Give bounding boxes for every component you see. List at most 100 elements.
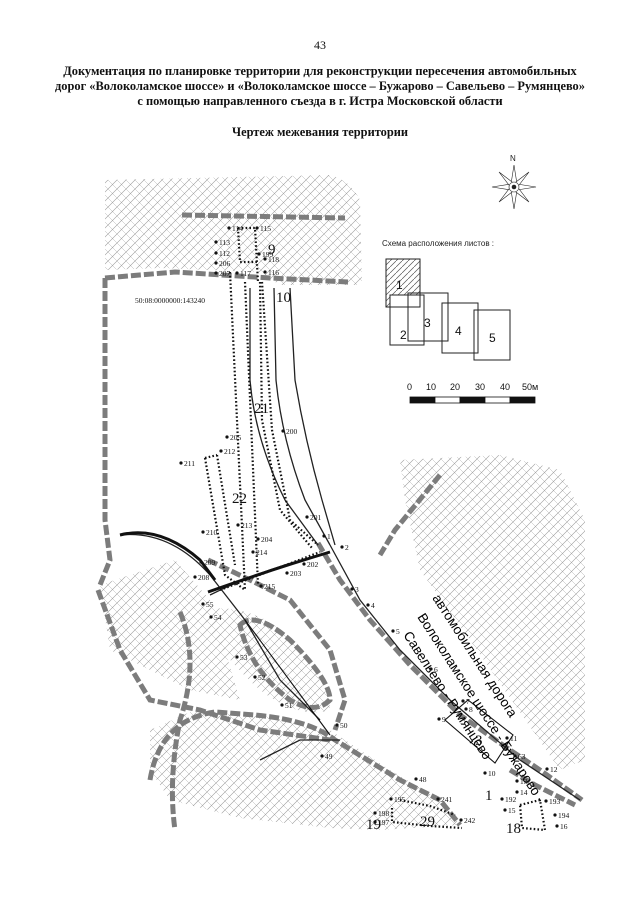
plot-number: 3	[475, 733, 483, 749]
survey-point-marker	[505, 736, 509, 740]
survey-point-marker	[335, 723, 339, 727]
survey-point-marker	[225, 435, 229, 439]
survey-point-number: 51	[285, 701, 293, 710]
survey-point-marker	[253, 675, 257, 679]
scale-tick: 0	[407, 382, 412, 392]
survey-point-marker	[464, 707, 468, 711]
scale-tick: 20	[450, 382, 460, 392]
survey-point-number: 118	[268, 255, 279, 264]
survey-point-number: 10	[488, 769, 496, 778]
survey-point-number: 242	[464, 816, 476, 825]
sheet-5: 5	[489, 331, 496, 345]
sheet-scheme: 1 2 3 4 5	[385, 258, 511, 361]
survey-point-number: 212	[224, 447, 236, 456]
plot-number: 22	[232, 491, 247, 507]
survey-point-number: 53	[240, 653, 248, 662]
survey-point-number: 9	[442, 715, 446, 724]
plot-number: 19	[366, 817, 381, 833]
plot-boundaries	[203, 226, 547, 832]
compass-icon: N	[491, 154, 537, 210]
survey-point-marker	[391, 629, 395, 633]
survey-point-number: 208	[198, 573, 210, 582]
survey-point-number: 6	[434, 665, 438, 674]
survey-point-number: 203	[290, 569, 302, 578]
survey-point-marker	[255, 226, 259, 230]
survey-point-number: 114	[232, 224, 243, 233]
survey-point-marker	[414, 777, 418, 781]
compass-north-label: N	[510, 154, 516, 163]
survey-point-marker	[350, 587, 354, 591]
survey-point-marker	[257, 252, 261, 256]
survey-point-marker	[429, 667, 433, 671]
plot-number: 18	[506, 821, 521, 837]
survey-point-number: 12	[550, 765, 558, 774]
survey-point-marker	[373, 820, 377, 824]
survey-point-marker	[201, 530, 205, 534]
survey-point-number: 54	[214, 613, 222, 622]
survey-point-number: 206	[219, 259, 231, 268]
survey-point-number: 117	[240, 269, 251, 278]
survey-point-number: 8	[469, 705, 473, 714]
survey-point-number: 3	[355, 585, 359, 594]
survey-point-number: 50	[340, 721, 348, 730]
survey-point-number: 207	[219, 269, 231, 278]
sheet-1: 1	[396, 278, 403, 292]
survey-point-number: 201	[310, 513, 322, 522]
survey-point-marker	[366, 603, 370, 607]
sheet-scheme-caption: Схема расположения листов :	[382, 239, 495, 248]
plot-3-outline	[244, 619, 514, 764]
survey-point-marker	[436, 797, 440, 801]
survey-point-marker	[437, 717, 441, 721]
survey-point-marker	[285, 571, 289, 575]
survey-point-number: 197	[378, 818, 390, 827]
survey-point-marker	[263, 270, 267, 274]
survey-point-marker	[193, 575, 197, 579]
plot-number: 29	[420, 814, 435, 830]
survey-point-number: 209	[204, 558, 216, 567]
zone-boundaries	[95, 212, 584, 831]
survey-point-marker	[483, 771, 487, 775]
survey-point-number: 241	[441, 795, 453, 804]
scale-tick: 10	[426, 382, 436, 392]
survey-point-number: 204	[261, 535, 273, 544]
survey-point-marker	[320, 754, 324, 758]
survey-point-marker	[214, 271, 218, 275]
survey-point-marker	[179, 461, 183, 465]
survey-point-marker	[305, 515, 309, 519]
plot-number-labels: 9 10 21 22 3 1 19 29 18	[232, 242, 521, 837]
survey-point-marker	[553, 813, 557, 817]
survey-point-number: 48	[419, 775, 427, 784]
survey-point-marker	[263, 257, 267, 261]
survey-point-number: 15	[508, 806, 516, 815]
survey-point-marker	[209, 615, 213, 619]
document-title: Документация по планировке территории дл…	[55, 64, 585, 108]
survey-point-marker	[515, 779, 519, 783]
survey-point-marker	[259, 584, 263, 588]
survey-point-number: 11	[510, 734, 517, 743]
survey-point-marker	[219, 449, 223, 453]
survey-point-marker	[555, 824, 559, 828]
scale-tick: 50м	[522, 382, 538, 392]
survey-point-number: 214	[256, 548, 268, 557]
survey-point-number: 52	[258, 673, 266, 682]
survey-point-marker	[214, 251, 218, 255]
survey-point-marker	[322, 534, 326, 538]
survey-point-number: 63	[518, 752, 526, 761]
survey-point-marker	[281, 429, 285, 433]
survey-point-number: 215	[264, 582, 276, 591]
survey-point-marker	[235, 271, 239, 275]
survey-point-marker	[389, 797, 393, 801]
hatched-areas	[100, 175, 585, 830]
survey-point-marker	[461, 699, 465, 703]
survey-point-number: 112	[219, 249, 230, 258]
survey-point-marker	[199, 560, 203, 564]
survey-point-number: 16	[560, 822, 568, 831]
main-roads	[119, 531, 331, 594]
survey-point-marker	[515, 790, 519, 794]
survey-point-marker	[280, 703, 284, 707]
survey-point-marker	[214, 240, 218, 244]
plot-number: 21	[254, 401, 269, 417]
survey-point-number: 194	[558, 811, 570, 820]
